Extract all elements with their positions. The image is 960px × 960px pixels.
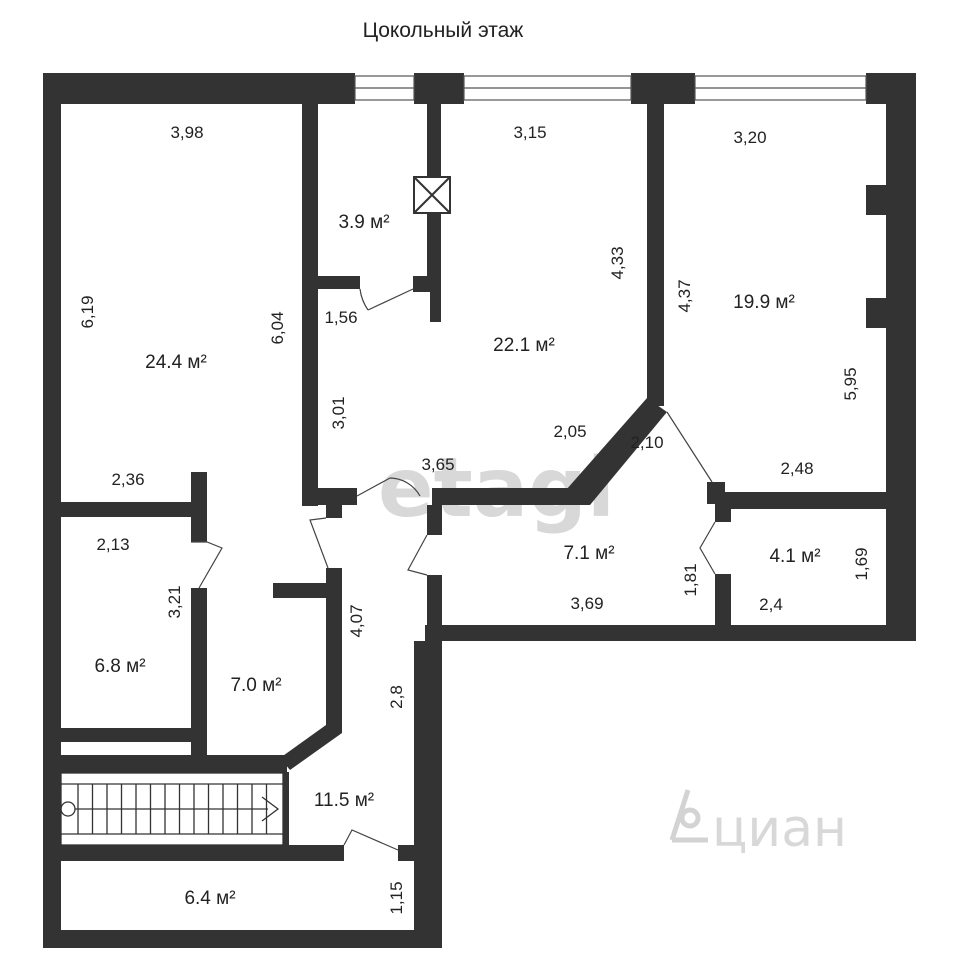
dim-4-07: 4,07 — [347, 604, 366, 637]
door-corridor-left — [309, 517, 329, 569]
door-4-1 — [699, 521, 716, 575]
dim-2-05: 2,05 — [553, 422, 586, 441]
room-area-6-8: 6.8 м² — [94, 656, 145, 677]
dim-5-95: 5,95 — [841, 367, 860, 400]
door-6-4 — [343, 829, 399, 851]
room-area-6-4: 6.4 м² — [184, 888, 235, 909]
door-3-9 — [359, 288, 414, 311]
room-area-11-5: 11.5 м² — [314, 790, 374, 811]
cian-logo-icon — [669, 789, 708, 843]
room-area-3-9: 3.9 м² — [338, 212, 389, 233]
dim-2-10: 2,10 — [630, 433, 663, 452]
door-corridor-right — [407, 534, 428, 576]
room-area-7-0: 7.0 м² — [230, 675, 281, 696]
plan-title: Цокольный этаж — [363, 19, 524, 42]
stair-start-icon — [60, 801, 76, 817]
dim-3-15: 3,15 — [513, 123, 546, 142]
dim-2-36: 2,36 — [111, 470, 144, 489]
room-area-19-9: 19.9 м² — [733, 292, 795, 313]
watermark-cian: циан — [669, 789, 847, 859]
dim-6-19: 6,19 — [78, 295, 97, 328]
room-area-24-4: 24.4 м² — [145, 352, 207, 373]
dimension-labels: 3,98 3,15 3,20 1,56 2,05 3,65 2,10 2,48 … — [78, 123, 871, 915]
room-area-4-1: 4.1 м² — [769, 546, 820, 567]
room-area-22-1: 22.1 м² — [493, 335, 555, 356]
dim-1-81: 1,81 — [681, 563, 700, 596]
door-22-1 — [356, 477, 421, 497]
dim-4-33: 4,33 — [608, 246, 627, 279]
walls — [43, 73, 916, 948]
stair-direction-icon — [75, 796, 280, 822]
dim-6-04: 6,04 — [268, 311, 287, 344]
dim-4-37: 4,37 — [675, 279, 694, 312]
dim-3-21: 3,21 — [165, 585, 184, 618]
doors — [191, 288, 716, 851]
dim-2-8: 2,8 — [387, 685, 406, 709]
dim-3-69: 3,69 — [570, 594, 603, 613]
dim-2-48: 2,48 — [780, 459, 813, 478]
watermark-cian-text: циан — [712, 799, 847, 859]
windows — [354, 75, 867, 101]
door-19-9 — [666, 411, 713, 483]
dim-1-56: 1,56 — [324, 308, 357, 327]
dim-2-13: 2,13 — [96, 535, 129, 554]
dim-2-4: 2,4 — [759, 595, 783, 614]
dim-3-98: 3,98 — [170, 123, 203, 142]
room-area-7-1: 7.1 м² — [563, 543, 614, 564]
room-labels: 24.4 м² 3.9 м² 22.1 м² 19.9 м² 7.1 м² 4.… — [94, 212, 820, 909]
staircase — [60, 772, 284, 846]
ventilation-shaft-icon — [413, 176, 451, 214]
dim-3-20: 3,20 — [733, 128, 766, 147]
dim-1-15: 1,15 — [387, 881, 406, 914]
dim-3-01: 3,01 — [329, 396, 348, 429]
dim-3-65: 3,65 — [421, 455, 454, 474]
dim-1-69: 1,69 — [852, 547, 871, 580]
door-6-8 — [191, 541, 223, 589]
